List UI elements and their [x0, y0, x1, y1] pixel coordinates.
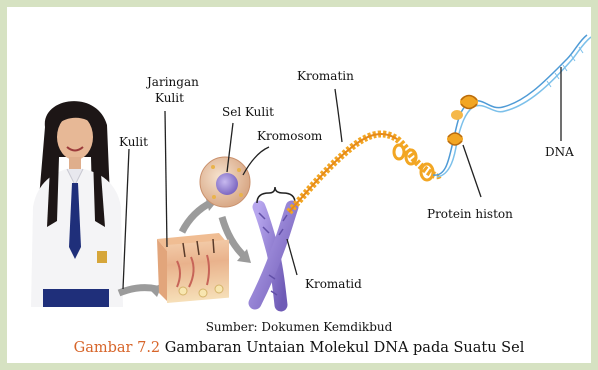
student-photo	[19, 95, 127, 307]
skin-tissue-block	[157, 233, 229, 303]
label-skin-cell: Sel Kulit	[222, 105, 274, 119]
dna-diagram	[7, 7, 591, 363]
label-skin-tissue-line1: Jaringan	[147, 75, 199, 89]
figure-caption-text: Gambaran Untaian Molekul DNA pada Suatu …	[160, 340, 524, 356]
figure-panel: Kulit Jaringan Kulit Sel Kulit Kromosom …	[7, 7, 591, 363]
label-chromosome: Kromosom	[257, 129, 322, 143]
label-histone-protein: Protein histon	[427, 207, 513, 221]
figure-source: Sumber: Dokumen Kemdikbud	[7, 320, 591, 334]
label-chromatin: Kromatin	[297, 69, 354, 83]
figure-number: Gambar 7.2	[74, 340, 161, 356]
label-dna: DNA	[545, 145, 574, 159]
skin-cell	[200, 157, 250, 207]
label-chromatid: Kromatid	[305, 277, 362, 291]
label-skin: Kulit	[119, 135, 148, 149]
histone-proteins	[447, 95, 478, 145]
label-skin-tissue-line2: Kulit	[155, 91, 184, 105]
arrow-to-cell	[182, 202, 212, 232]
figure-caption: Gambar 7.2 Gambaran Untaian Molekul DNA …	[7, 340, 591, 356]
chromatin-coil	[289, 134, 439, 212]
